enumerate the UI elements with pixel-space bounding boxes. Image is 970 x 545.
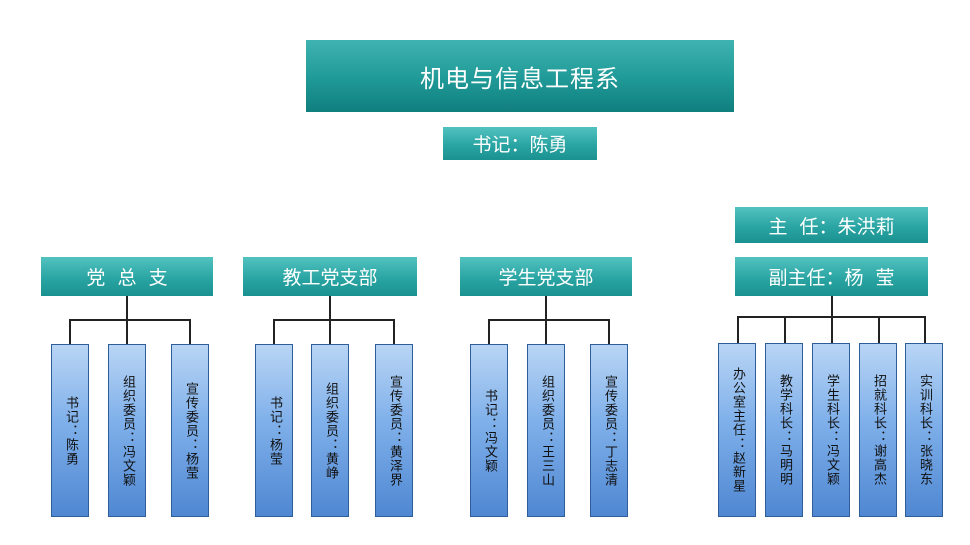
member-label: 书记：杨莹 bbox=[267, 395, 282, 466]
office-member-box: 教学科长：马明明 bbox=[765, 343, 803, 517]
connector-line bbox=[924, 316, 926, 344]
connector-line bbox=[273, 319, 275, 345]
office-deputy: 副主任：杨 莹 bbox=[735, 257, 928, 296]
group-header-label: 教工党支部 bbox=[282, 267, 378, 289]
member-label: 实训科长：张晓东 bbox=[917, 374, 932, 486]
connector-line bbox=[488, 319, 610, 321]
connector-line bbox=[189, 319, 191, 345]
department-secretary: 书记：陈勇 bbox=[443, 127, 597, 160]
group-header-faculty-branch: 教工党支部 bbox=[243, 257, 417, 296]
connector-line bbox=[329, 296, 331, 320]
office-director-label: 主 任：朱洪莉 bbox=[768, 215, 895, 238]
connector-line bbox=[831, 316, 833, 344]
group-header-student-branch: 学生党支部 bbox=[460, 257, 632, 296]
office-member-box: 学生科长：冯文颖 bbox=[812, 343, 850, 517]
connector-line bbox=[608, 319, 610, 345]
member-box: 书记：冯文颖 bbox=[470, 344, 508, 517]
member-label: 办公室主任：赵新星 bbox=[730, 367, 745, 493]
member-label: 宣传委员：丁志清 bbox=[602, 374, 617, 487]
member-label: 学生科长：冯文颖 bbox=[824, 374, 839, 486]
office-deputy-label: 副主任：杨 莹 bbox=[768, 267, 895, 289]
office-member-box: 办公室主任：赵新星 bbox=[718, 343, 756, 517]
department-title-text: 机电与信息工程系 bbox=[420, 64, 620, 93]
member-label: 宣传委员：黄泽界 bbox=[387, 374, 402, 487]
department-title: 机电与信息工程系 bbox=[306, 40, 734, 112]
member-label: 宣传委员：杨莹 bbox=[183, 381, 198, 480]
connector-line bbox=[545, 296, 547, 320]
member-label: 书记：冯文颖 bbox=[482, 388, 497, 473]
member-label: 组织委员：黄峥 bbox=[323, 381, 338, 480]
member-box: 宣传委员：杨莹 bbox=[171, 344, 209, 517]
group-header-label: 学生党支部 bbox=[498, 267, 594, 289]
member-box: 组织委员：王三山 bbox=[527, 344, 565, 517]
connector-line bbox=[69, 319, 191, 321]
connector-line bbox=[329, 319, 331, 345]
office-member-box: 实训科长：张晓东 bbox=[905, 343, 943, 517]
member-label: 组织委员：王三山 bbox=[539, 374, 554, 487]
member-box: 宣传委员：丁志清 bbox=[590, 344, 628, 517]
office-member-box: 招就科长：谢高杰 bbox=[859, 343, 897, 517]
connector-line bbox=[273, 319, 395, 321]
connector-line bbox=[126, 296, 128, 320]
member-label: 组织委员：冯文颖 bbox=[120, 374, 135, 487]
connector-line bbox=[545, 319, 547, 345]
member-box: 宣传委员：黄泽界 bbox=[375, 344, 413, 517]
connector-line bbox=[69, 319, 71, 345]
member-box: 组织委员：黄峥 bbox=[311, 344, 349, 517]
member-box: 书记：陈勇 bbox=[51, 344, 89, 517]
connector-line bbox=[126, 319, 128, 345]
member-label: 招就科长：谢高杰 bbox=[871, 374, 886, 486]
connector-line bbox=[393, 319, 395, 345]
office-director: 主 任：朱洪莉 bbox=[735, 207, 928, 243]
connector-line bbox=[737, 316, 739, 344]
connector-line bbox=[488, 319, 490, 345]
member-box: 组织委员：冯文颖 bbox=[108, 344, 146, 517]
department-secretary-text: 书记：陈勇 bbox=[472, 134, 568, 156]
connector-line bbox=[784, 316, 786, 344]
group-header-party-general-branch: 党 总 支 bbox=[41, 257, 213, 296]
group-header-label: 党 总 支 bbox=[86, 267, 168, 289]
connector-line bbox=[878, 316, 880, 344]
member-label: 书记：陈勇 bbox=[63, 395, 78, 466]
member-label: 教学科长：马明明 bbox=[777, 374, 792, 486]
connector-line bbox=[831, 296, 833, 317]
member-box: 书记：杨莹 bbox=[255, 344, 293, 517]
